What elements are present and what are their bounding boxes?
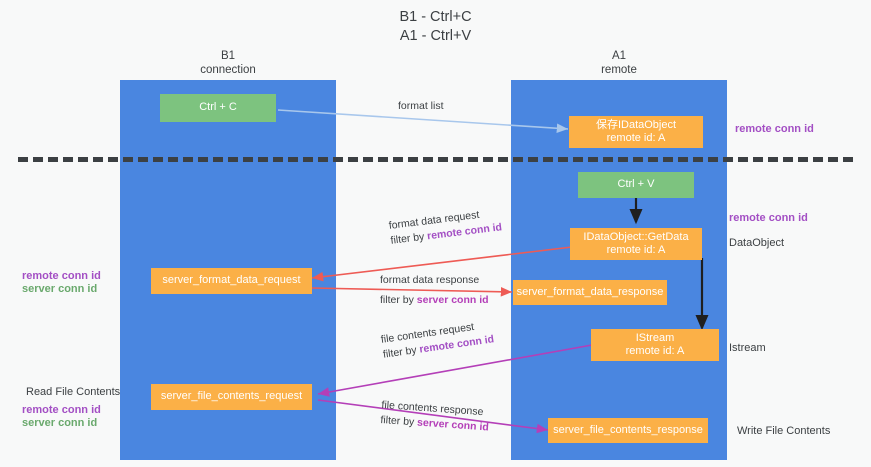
lane-header-b1-name: B1 [220, 50, 236, 62]
filter-prefix: filter by [382, 343, 421, 361]
edge-label-format-data-request: format data request filter by remote con… [388, 205, 503, 248]
edge-label-file-contents-response: file contents response filter by server … [380, 398, 490, 435]
edge-label-file-contents-request: file contents request filter by remote c… [380, 317, 495, 362]
box-save-dataobject[interactable]: 保存IDataObject remote id: A [569, 116, 703, 148]
filter-key-server-conn-id: server conn id [416, 294, 489, 306]
note-right-istream: Istream [729, 342, 766, 354]
box-save-dataobject-line2: remote id: A [606, 132, 666, 144]
box-ctrl-c[interactable]: Ctrl + C [160, 94, 276, 122]
note-left-server-conn-id-mid: server conn id [22, 283, 98, 295]
box-ctrl-v[interactable]: Ctrl + V [578, 172, 694, 198]
edge-label-format-list-text: format list [398, 100, 444, 112]
note-left-remote-conn-id-bottom: remote conn id [22, 404, 101, 416]
filter-key-server-conn-id: server conn id [416, 416, 490, 434]
box-ctrl-v-label: Ctrl + V [617, 178, 655, 191]
note-right-dataobject: DataObject [729, 237, 785, 249]
edge-label-format-data-response: format data response filter by server co… [380, 273, 489, 308]
note-right-write-file-contents: Write File Contents [737, 425, 831, 437]
section-divider [18, 157, 853, 162]
edge-label-format-data-response-text: format data response [380, 274, 480, 286]
filter-prefix: filter by [380, 294, 417, 306]
note-right-remote-conn-id-top: remote conn id [735, 123, 814, 135]
box-idataobject-getdata-line1: IDataObject::GetData [583, 230, 689, 243]
note-right-remote-conn-id-mid: remote conn id [729, 212, 808, 224]
lane-header-a1: A1 remote [511, 49, 727, 77]
box-server-format-data-response-label: server_format_data_response [516, 285, 664, 298]
diagram-title: B1 - Ctrl+C A1 - Ctrl+V [0, 8, 871, 46]
note-left-remote-conn-id-mid: remote conn id [22, 270, 101, 282]
box-ctrl-c-label: Ctrl + C [199, 101, 237, 114]
box-idataobject-getdata[interactable]: IDataObject::GetData remote id: A [570, 228, 702, 260]
lane-header-b1-role: connection [200, 64, 256, 76]
note-left-read-file-contents: Read File Contents [26, 386, 121, 398]
box-istream-line1: IStream [635, 331, 675, 344]
filter-prefix: filter by [380, 413, 418, 429]
edge-label-format-data-response-filter: filter by server conn id [380, 293, 489, 308]
title-line-2: A1 - Ctrl+V [399, 28, 472, 44]
box-istream[interactable]: IStream remote id: A [591, 329, 719, 361]
box-server-file-contents-response-label: server_file_contents_response [553, 423, 703, 436]
box-server-file-contents-response[interactable]: server_file_contents_response [548, 418, 708, 443]
box-server-file-contents-request-label: server_file_contents_request [160, 390, 303, 403]
title-line-1: B1 - Ctrl+C [399, 9, 472, 25]
box-istream-line2: remote id: A [625, 345, 685, 357]
box-server-format-data-request-label: server_format_data_request [162, 274, 301, 287]
lane-header-a1-role: remote [601, 64, 637, 76]
lane-header-a1-name: A1 [611, 50, 627, 62]
note-left-server-conn-id-bottom: server conn id [22, 417, 98, 429]
box-server-format-data-request[interactable]: server_format_data_request [151, 268, 312, 294]
box-idataobject-getdata-line2: remote id: A [606, 244, 666, 256]
box-save-dataobject-line1: 保存IDataObject [595, 118, 677, 131]
box-server-file-contents-request[interactable]: server_file_contents_request [151, 384, 312, 410]
edge-label-format-list: format list [398, 99, 444, 114]
lane-header-b1: B1 connection [120, 49, 336, 77]
box-server-format-data-response[interactable]: server_format_data_response [513, 280, 667, 305]
filter-prefix: filter by [389, 230, 428, 247]
